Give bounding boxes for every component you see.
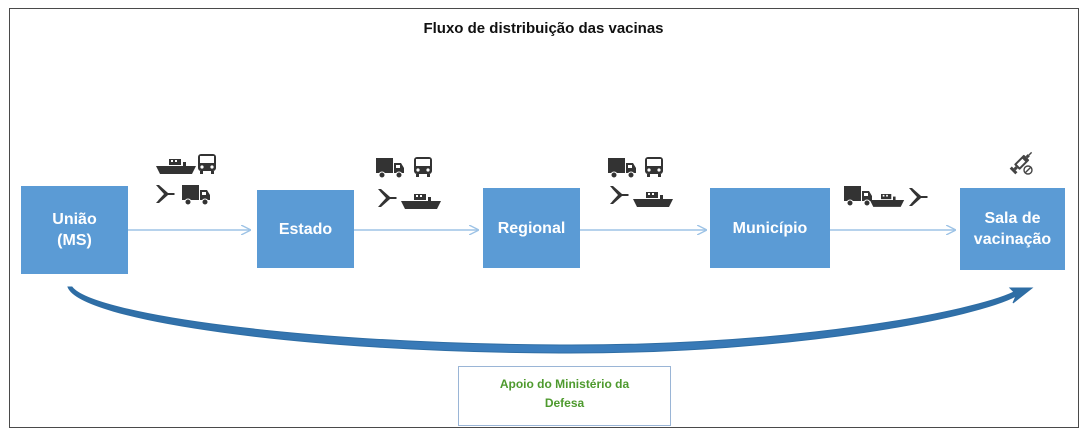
airplane-icon xyxy=(156,185,175,203)
node-sala-vacinacao: Sala de vacinação xyxy=(960,188,1065,270)
node-uniao: União (MS) xyxy=(21,186,128,274)
ship-icon xyxy=(156,159,196,174)
ship-icon xyxy=(633,192,673,207)
syringe-icon xyxy=(1009,151,1033,175)
truck-icon xyxy=(608,158,636,179)
node-estado: Estado xyxy=(257,190,354,268)
node-regional: Regional xyxy=(483,188,580,268)
ship-icon xyxy=(869,194,905,207)
node-municipio: Município xyxy=(710,188,830,268)
support-box: Apoio do Ministério da Defesa xyxy=(458,366,671,426)
truck-icon xyxy=(376,158,404,179)
ship-icon xyxy=(401,194,441,209)
truck-icon xyxy=(182,185,210,206)
truck-icon xyxy=(844,186,872,207)
connector-layer xyxy=(67,0,1034,354)
bus-icon xyxy=(414,157,432,177)
airplane-icon xyxy=(378,189,397,207)
direct-curved-arrow xyxy=(67,286,1034,354)
airplane-icon xyxy=(610,186,629,204)
bus-icon xyxy=(645,157,663,177)
airplane-icon xyxy=(909,188,928,206)
bus-icon xyxy=(198,154,216,174)
diagram-title: Fluxo de distribuição das vacinas xyxy=(423,20,664,37)
